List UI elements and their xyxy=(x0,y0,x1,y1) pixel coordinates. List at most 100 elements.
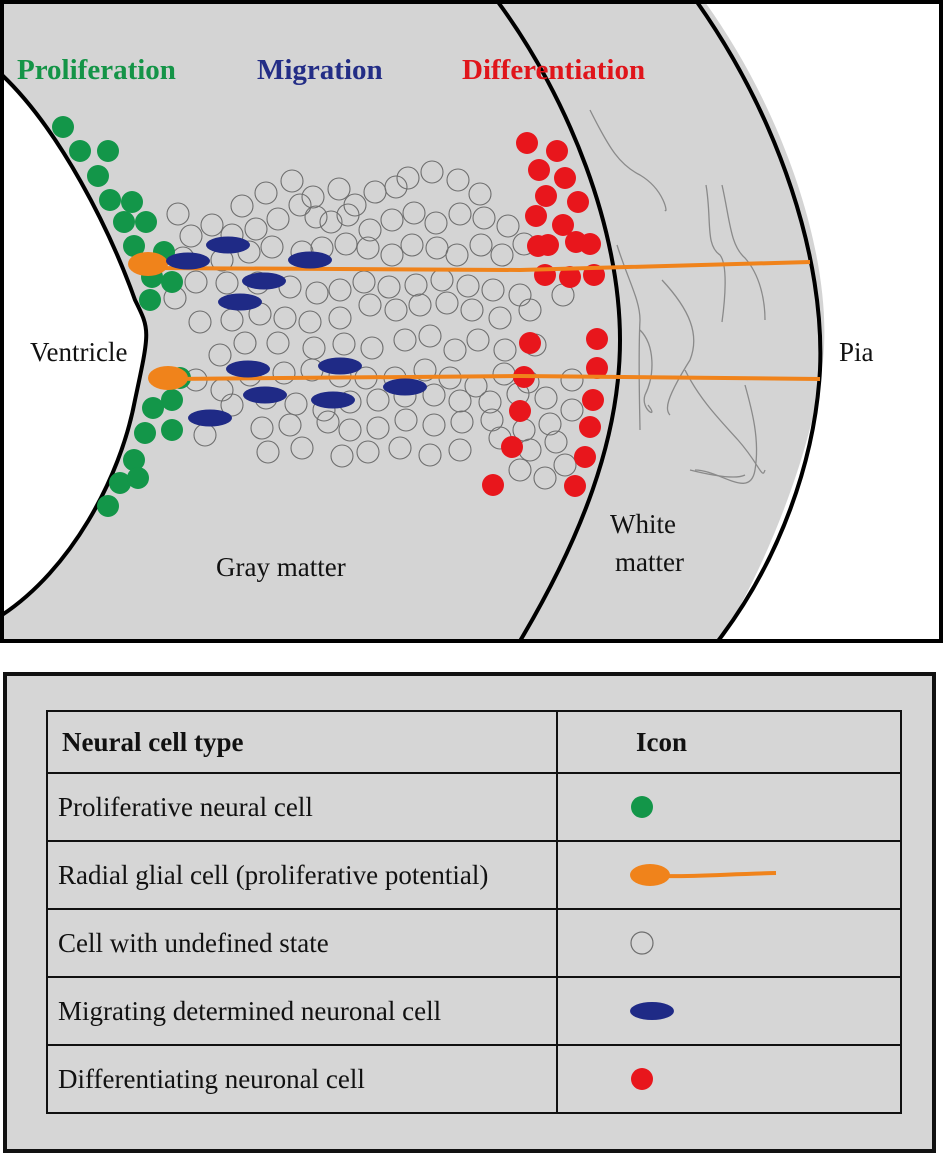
radial-glial-process xyxy=(169,373,821,381)
undefined-cell xyxy=(396,166,420,190)
undefined-cell xyxy=(233,331,257,355)
migrating-cell xyxy=(242,272,286,290)
ventricle-region xyxy=(0,70,149,619)
undefined-cell xyxy=(179,224,203,248)
proliferative-cell xyxy=(69,140,91,162)
undefined-cell xyxy=(304,205,328,229)
undefined-cell xyxy=(560,398,584,422)
differentiating-cell xyxy=(559,266,581,288)
undefined-cell xyxy=(338,418,362,442)
green-dot-icon xyxy=(631,796,653,818)
differentiating-cell xyxy=(564,475,586,497)
differentiating-cell xyxy=(574,446,596,468)
fiber-line xyxy=(705,184,726,323)
undefined-cell xyxy=(534,386,558,410)
proliferative-cell xyxy=(52,116,74,138)
undefined-cell xyxy=(328,278,352,302)
legend-row: Migrating determined neuronal cell xyxy=(46,976,902,1046)
undefined-cell xyxy=(358,218,382,242)
undefined-cell xyxy=(560,368,584,392)
migrating-cell xyxy=(311,391,355,409)
legend-icon-cell xyxy=(556,772,902,842)
undefined-cell xyxy=(301,185,325,209)
differentiating-cell xyxy=(527,235,549,257)
undefined-cell xyxy=(256,440,280,464)
fiber-line xyxy=(721,184,766,321)
undefined-cell xyxy=(254,181,278,205)
undefined-cell xyxy=(377,275,401,299)
differentiating-cell xyxy=(586,357,608,379)
white-matter-label-line1: White xyxy=(610,509,676,539)
undefined-cell xyxy=(533,466,557,490)
migrating-cells-group xyxy=(166,236,427,427)
undefined-cell xyxy=(445,243,469,267)
differentiating-cell xyxy=(535,185,557,207)
undefined-cell xyxy=(230,194,254,218)
legend-icon-cell xyxy=(556,840,902,910)
gray-white-boundary xyxy=(496,0,623,643)
proliferative-cell xyxy=(97,140,119,162)
legend-row: Radial glial cell (proliferative potenti… xyxy=(46,840,902,910)
proliferative-cell xyxy=(123,235,145,257)
migrating-cell xyxy=(226,360,270,378)
legend-header-type: Neural cell type xyxy=(46,710,558,774)
migrating-cell xyxy=(188,409,232,427)
radial-glial-cell-body xyxy=(148,366,188,390)
differentiating-cell xyxy=(582,389,604,411)
fiber-line xyxy=(616,244,641,431)
undefined-cell xyxy=(472,206,496,230)
undefined-cell xyxy=(273,306,297,330)
undefined-cell xyxy=(215,271,239,295)
legend-icon-cell xyxy=(556,908,902,978)
legend-row-label: Differentiating neuronal cell xyxy=(46,1044,558,1114)
proliferative-cell xyxy=(99,189,121,211)
radial-glial-process xyxy=(149,260,811,273)
phase-label-proliferation: Proliferation xyxy=(17,54,176,86)
undefined-cell xyxy=(358,293,382,317)
undefined-cell xyxy=(469,233,493,257)
undefined-cell xyxy=(298,310,322,334)
legend-row-label: Proliferative neural cell xyxy=(46,772,558,842)
undefined-cell xyxy=(316,410,340,434)
proliferative-cell xyxy=(161,389,183,411)
differentiating-cell xyxy=(579,233,601,255)
differentiating-cell xyxy=(567,191,589,213)
phase-label-differentiation: Differentiation xyxy=(462,54,645,86)
migrating-cell xyxy=(218,293,262,311)
undefined-cell xyxy=(332,332,356,356)
undefined-cell xyxy=(272,361,296,385)
undefined-cell xyxy=(493,338,517,362)
differentiating-cell xyxy=(519,332,541,354)
undefined-cell xyxy=(448,202,472,226)
legend-row: Differentiating neuronal cell xyxy=(46,1044,902,1114)
undefined-cell xyxy=(466,328,490,352)
undefined-cell xyxy=(388,436,412,460)
undefined-cell xyxy=(200,213,224,237)
undefined-cell xyxy=(328,306,352,330)
undefined-cell xyxy=(468,182,492,206)
red-dot-icon xyxy=(631,1068,653,1090)
undefined-cell xyxy=(380,243,404,267)
differentiating-cell xyxy=(516,132,538,154)
undefined-cell xyxy=(260,235,284,259)
undefined-cell xyxy=(394,408,418,432)
undefined-cell xyxy=(443,338,467,362)
undefined-cell xyxy=(356,440,380,464)
proliferative-cell xyxy=(109,472,131,494)
legend-table: Neural cell type Icon Proliferative neur… xyxy=(46,710,902,1114)
undefined-cell xyxy=(284,392,308,416)
undefined-cell xyxy=(266,207,290,231)
undefined-cell xyxy=(435,291,459,315)
undefined-cell xyxy=(244,217,268,241)
undefined-cell xyxy=(478,390,502,414)
undefined-cell xyxy=(380,208,404,232)
gray-matter-label: Gray matter xyxy=(216,552,346,582)
legend-row-label: Migrating determined neuronal cell xyxy=(46,976,558,1046)
white-matter-label-line2: matter xyxy=(615,547,684,577)
undefined-cell xyxy=(188,310,212,334)
proliferative-cell xyxy=(87,165,109,187)
undefined-cell xyxy=(278,413,302,437)
tissue-region xyxy=(2,2,825,641)
differentiating-cell xyxy=(525,205,547,227)
undefined-cell xyxy=(456,274,480,298)
